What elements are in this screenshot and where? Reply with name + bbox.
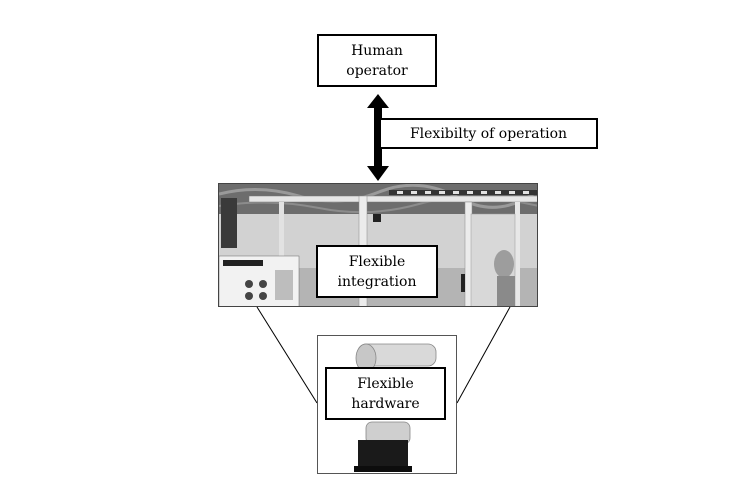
flexible-hardware-box: Flexible hardware [325, 367, 446, 420]
human-operator-line2: operator [346, 62, 408, 79]
flexibility-of-operation-label: Flexibilty of operation [409, 125, 568, 142]
integration-cell-photo [218, 183, 538, 307]
human-operator-line1: Human [351, 42, 403, 59]
human-operator-box: Human operator [317, 34, 437, 87]
flexible-integration-line1: Flexible [348, 253, 406, 270]
flexible-integration-line2: integration [337, 273, 417, 290]
flexible-hardware-line2: hardware [351, 395, 420, 412]
right-connector-line [456, 306, 511, 404]
flexible-hardware-line1: Flexible [357, 375, 414, 392]
left-connector-line [256, 306, 318, 404]
flexibility-of-operation-box: Flexibilty of operation [379, 118, 598, 149]
flexible-integration-box: Flexible integration [316, 245, 438, 298]
